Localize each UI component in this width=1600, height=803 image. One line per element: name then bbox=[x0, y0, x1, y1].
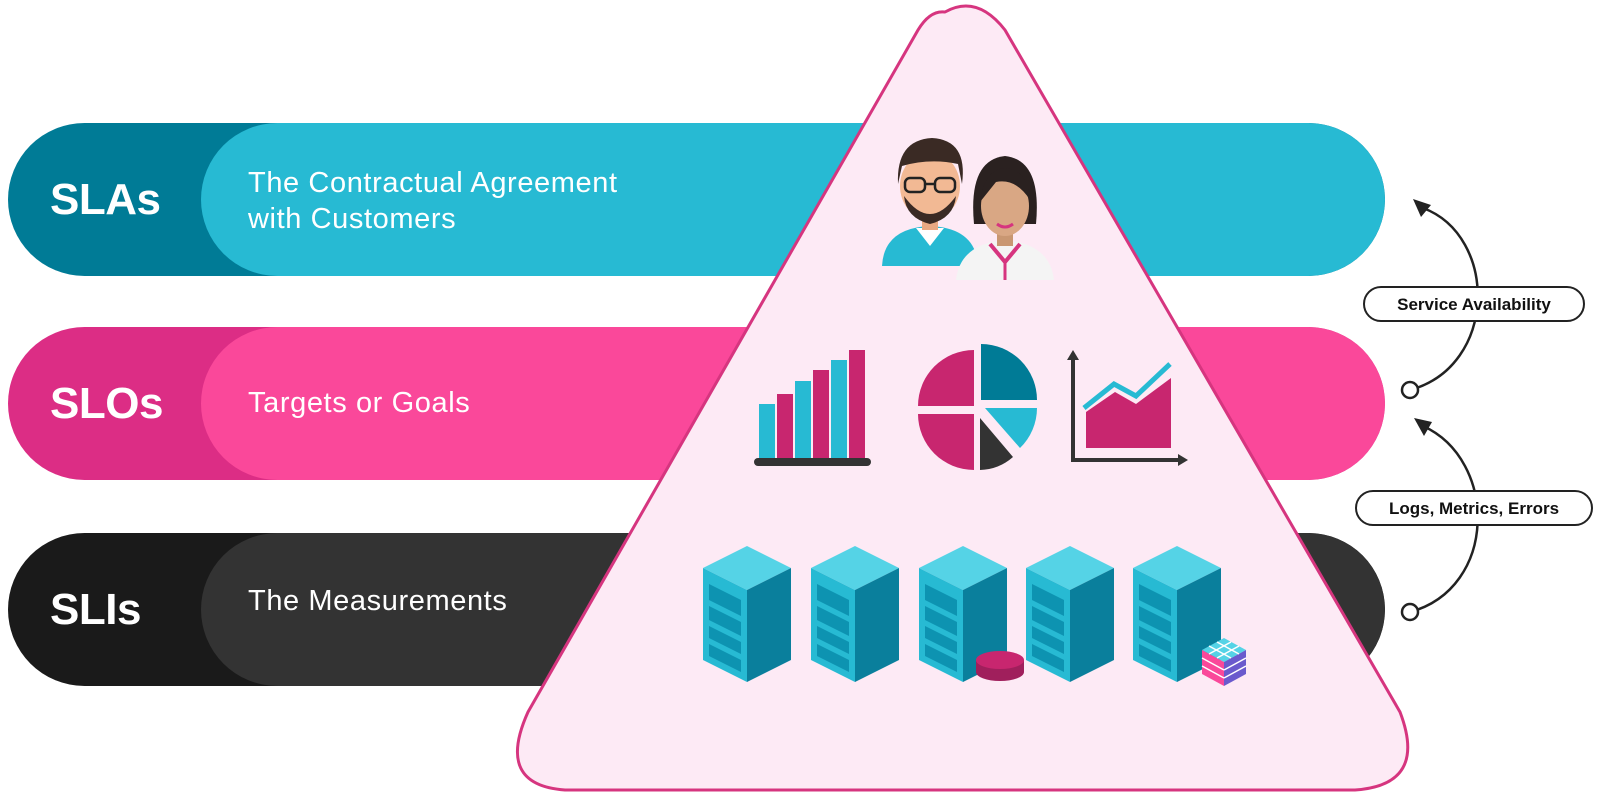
slo-abbr: SLOs bbox=[50, 379, 163, 428]
logs-metrics-errors-label: Logs, Metrics, Errors bbox=[1355, 490, 1593, 526]
cube-icon bbox=[1201, 638, 1247, 686]
service-availability-label: Service Availability bbox=[1363, 286, 1585, 322]
sla-description: The Contractual Agreement with Customers bbox=[248, 165, 618, 237]
slo-connector-node bbox=[1400, 380, 1420, 400]
slo-description: Targets or Goals bbox=[248, 387, 471, 419]
sla-description-line-1: The Contractual Agreement bbox=[248, 167, 618, 199]
server-rack-icon bbox=[811, 546, 899, 682]
sli-connector-node bbox=[1400, 602, 1420, 622]
sli-description: The Measurements bbox=[248, 585, 508, 617]
sla-abbr: SLAs bbox=[50, 175, 161, 224]
pie-chart-icon bbox=[918, 344, 1037, 470]
server-rack-icon bbox=[1026, 546, 1114, 682]
sli-abbr: SLIs bbox=[50, 585, 141, 634]
sla-band: SLAs The Contractual Agreement with Cust… bbox=[8, 123, 1385, 276]
bar-chart-icon bbox=[754, 350, 871, 466]
server-rack-icon bbox=[703, 546, 791, 682]
customers-icon bbox=[882, 138, 1054, 280]
arrow-head-icon bbox=[1413, 199, 1431, 217]
line-chart-icon bbox=[1067, 350, 1188, 466]
sla-description-line-2: with Customers bbox=[248, 203, 457, 235]
database-icon bbox=[976, 651, 1024, 681]
arrow-head-icon bbox=[1414, 418, 1432, 436]
